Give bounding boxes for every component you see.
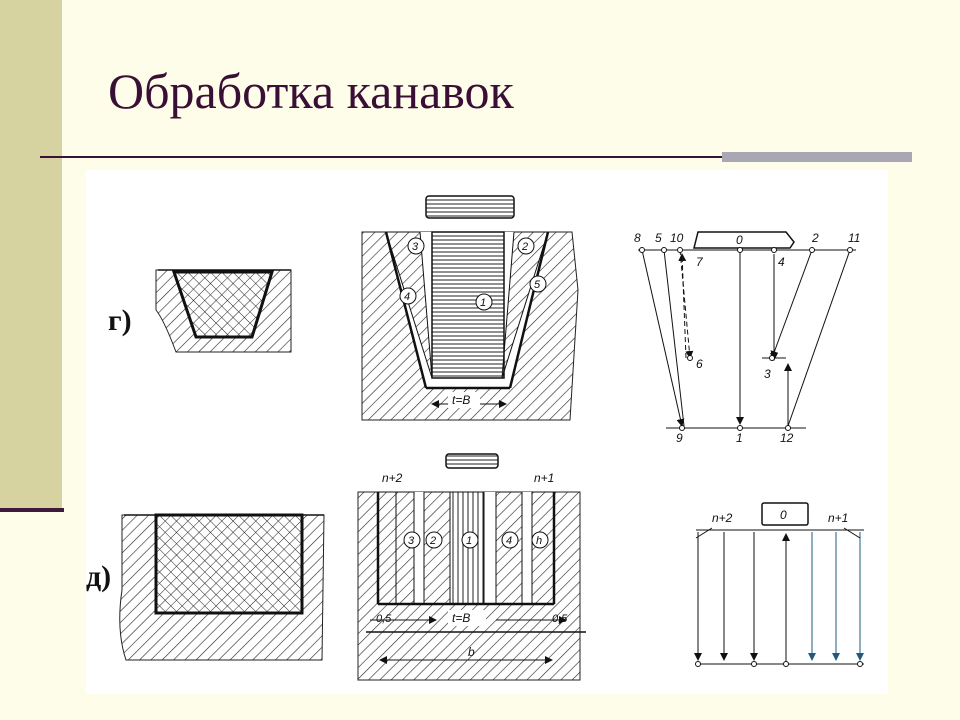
scheme-point-label: 10 [670,231,684,245]
figure-label-d: д) [86,560,112,593]
allowance-label-right: 0,5 [552,613,568,625]
tool-path-scheme-d: 0 n+2 n+1 [694,502,864,667]
scheme-point-label: 0 [736,233,743,247]
scheme-point-label: 1 [736,431,743,445]
groove-passes-d: t=B 0,5 0,5 b n+2 n+1 3 2 1 4 h [357,453,586,681]
scheme-point-label: 7 [696,255,704,269]
slide-title: Обработка канавок [108,63,514,119]
groove-machining-drawing: t=B 3 2 4 1 5 0 [119,195,864,681]
tool-path-scheme-g: 0 8 5 1 [634,231,860,445]
title-underline [40,156,722,158]
total-width-label: b [468,645,475,659]
scheme-label-left: n+2 [712,511,733,525]
scheme-point-label: 2 [811,231,819,245]
scheme-point-label: 12 [780,431,794,445]
sidebar-band [0,0,62,512]
technical-figure: t=B 3 2 4 1 5 0 [86,170,888,694]
scheme-point-label: 5 [655,231,662,245]
scheme-point-label: 11 [848,231,860,245]
scheme-point-label: 9 [676,431,683,445]
groove-profile-d [119,513,325,661]
layer-label-left: n+2 [382,471,403,485]
allowance-label-left: 0,5 [376,613,392,625]
scheme-point-label: 8 [634,231,641,245]
pass-number: 3 [412,241,419,253]
pass-number: 5 [534,279,541,291]
pass-number: 1 [466,535,472,547]
sidebar-accent-line [0,508,64,512]
figure-label-g: г) [108,304,132,337]
width-label-d: t=B [452,611,470,625]
scheme-point-label: 6 [696,357,703,371]
scheme-point-label: 4 [778,255,785,269]
pass-number: 4 [404,291,410,303]
scheme-point-label: 3 [764,367,771,381]
title-underline-accent [722,152,912,162]
scheme-label-zero: 0 [780,508,787,522]
pass-number: h [536,535,542,547]
layer-label-right: n+1 [534,471,554,485]
pass-number: 2 [521,241,528,253]
pass-number: 3 [408,535,415,547]
scheme-label-right: n+1 [828,511,848,525]
groove-profile-g [155,269,292,353]
pass-number: 2 [429,535,436,547]
width-label-g: t=B [452,393,470,407]
groove-passes-g: t=B 3 2 4 1 5 [361,195,579,421]
pass-number: 1 [480,297,486,309]
pass-number: 4 [506,535,512,547]
